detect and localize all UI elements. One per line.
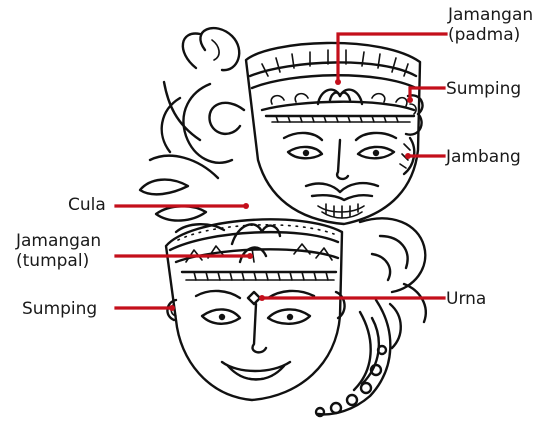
label-line: Jamangan	[447, 5, 533, 25]
leader-end-jambang	[405, 153, 411, 159]
label-urna: Urna	[446, 289, 486, 309]
leader-end-cula	[243, 203, 249, 209]
label-line: Sumping	[446, 79, 521, 99]
label-jambang: Jambang	[445, 147, 521, 167]
leader-end-sumping-top	[407, 97, 413, 103]
label-line: Sumping	[22, 299, 97, 319]
label-sumping-top: Sumping	[446, 79, 521, 99]
label-jamangan-padma: Jamangan(padma)	[447, 5, 533, 45]
leader-end-jamangan-padma	[335, 79, 341, 85]
leader-end-jamangan-tumpal	[247, 253, 253, 259]
upper-mask	[246, 43, 423, 224]
label-line: Jamangan	[15, 231, 101, 251]
leader-end-sumping-bottom	[169, 305, 175, 311]
label-sumping-bottom: Sumping	[22, 299, 97, 319]
leader-end-urna	[259, 295, 265, 301]
label-line: (tumpal)	[16, 251, 89, 271]
label-jamangan-tumpal: Jamangan(tumpal)	[15, 231, 101, 271]
leader-line-sumping-top	[410, 88, 444, 100]
foliage-ornament	[140, 28, 244, 232]
label-cula: Cula	[68, 195, 106, 215]
label-line: Cula	[68, 195, 106, 215]
lower-mask	[166, 219, 345, 400]
label-line: (padma)	[448, 25, 520, 45]
leader-lines	[116, 34, 446, 311]
label-line: Urna	[446, 289, 486, 309]
label-line: Jambang	[445, 147, 521, 167]
